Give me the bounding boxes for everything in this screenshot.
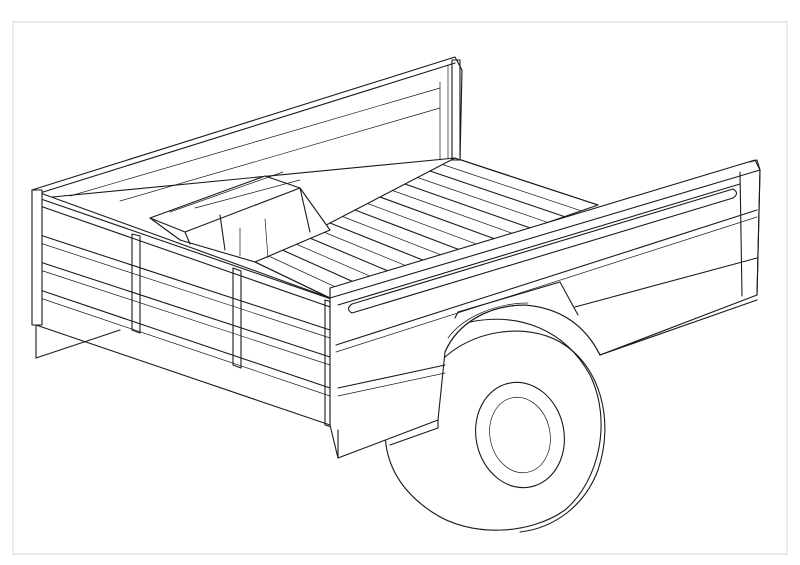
floor-rib	[279, 248, 365, 287]
page-border	[12, 21, 788, 555]
floor-rib	[329, 222, 432, 264]
floor-rib	[429, 170, 566, 218]
floor-rib	[304, 235, 398, 276]
front-headboard	[31, 56, 463, 202]
floor-rib	[379, 196, 499, 241]
floor-rib	[267, 255, 348, 293]
right-side-panel	[329, 159, 761, 459]
floor-rib	[417, 177, 549, 223]
floor-rib	[392, 190, 515, 235]
floor-rib	[342, 216, 448, 258]
floor-rib	[254, 261, 331, 299]
floor-rib	[454, 157, 599, 206]
floor-rib	[442, 164, 582, 212]
floor-rib	[367, 203, 482, 247]
floor-rib	[354, 209, 465, 253]
floor-rib	[404, 183, 532, 229]
floor-rib	[292, 242, 381, 281]
wheel-well-housing	[149, 171, 331, 263]
rocker-line	[599, 299, 758, 356]
left-side-panel	[31, 189, 336, 429]
bed-floor	[254, 157, 599, 299]
floor-rib	[317, 229, 415, 270]
